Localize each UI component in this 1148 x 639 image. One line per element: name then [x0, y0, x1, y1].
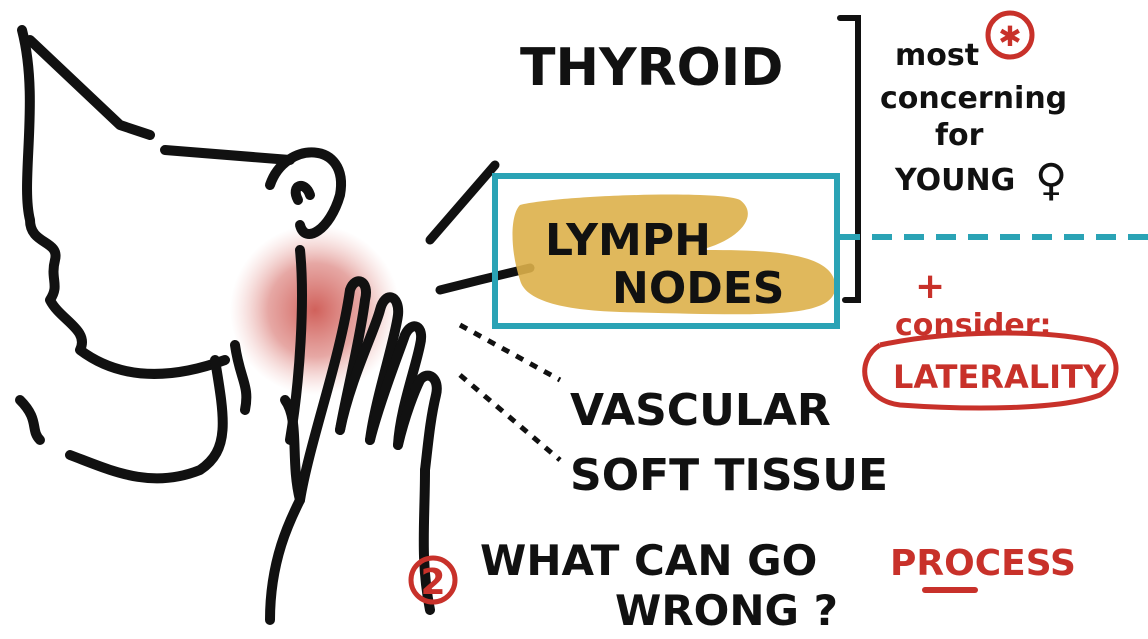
- thyroid-label: THYROID: [520, 38, 783, 98]
- note-line2: concerning: [880, 81, 1067, 116]
- question-line1: WHAT CAN GO: [480, 536, 817, 585]
- bracket: [840, 18, 858, 300]
- neck-inflammation-glow: [230, 225, 400, 395]
- circled-asterisk-icon: ✱: [988, 13, 1032, 57]
- soft-tissue-label: SOFT TISSUE: [570, 450, 888, 501]
- question-line2: WRONG ?: [615, 586, 838, 635]
- svg-text:✱: ✱: [998, 20, 1021, 53]
- laterality-label: LATERALITY: [893, 358, 1107, 396]
- consider-plus: +: [915, 266, 945, 307]
- note-line4: YOUNG: [894, 163, 1015, 198]
- lymph-label-line1: LYMPH: [545, 215, 711, 266]
- question-number: 2: [420, 562, 445, 603]
- female-symbol-icon: ♀: [1035, 155, 1067, 206]
- vascular-label: VASCULAR: [570, 385, 831, 436]
- process-label: PROCESS: [890, 543, 1076, 584]
- dotted-pointers: [460, 325, 560, 460]
- note-line1: most: [895, 38, 979, 73]
- note-line3: for: [935, 118, 984, 153]
- lymph-label-line2: NODES: [612, 263, 785, 314]
